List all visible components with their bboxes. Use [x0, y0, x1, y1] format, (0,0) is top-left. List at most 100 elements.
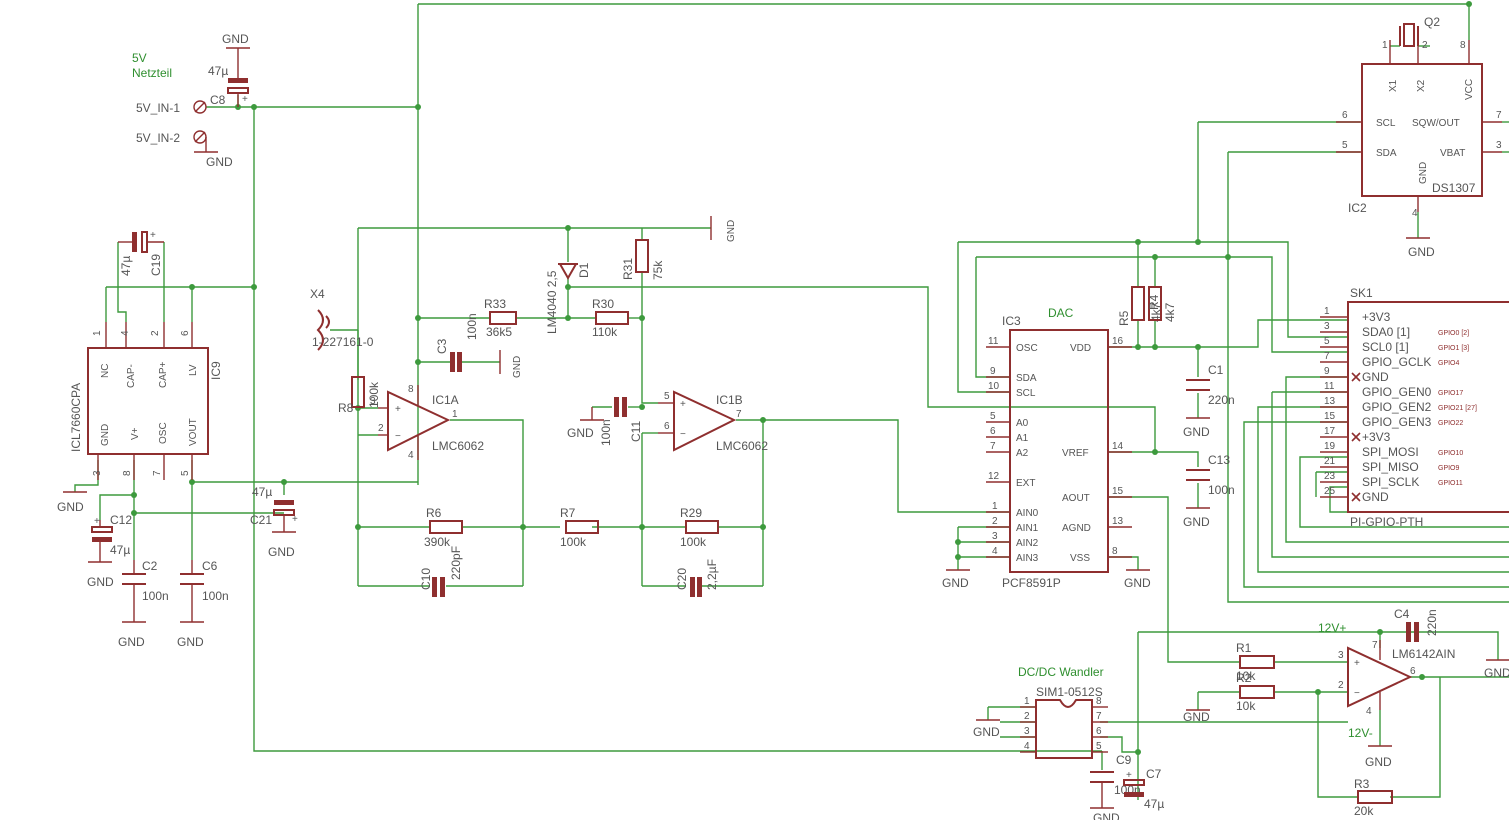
- svg-text:3: 3: [1024, 726, 1030, 737]
- svg-text:100n: 100n: [465, 313, 479, 340]
- svg-text:7: 7: [1096, 711, 1102, 722]
- resistor-r8: R8 100k: [338, 376, 381, 415]
- svg-text:+: +: [94, 516, 100, 527]
- svg-text:4: 4: [992, 546, 998, 557]
- svg-text:100n: 100n: [202, 589, 229, 603]
- svg-text:A1: A1: [1016, 433, 1029, 444]
- svg-text:C1: C1: [1208, 363, 1224, 377]
- opamp-ic1a: + − 3 2 1 8 4 IC1A LMC6062: [370, 384, 484, 461]
- capacitor-c9: C9 100n: [1090, 753, 1141, 797]
- capacitor-c19: + 47µ C19: [118, 230, 164, 276]
- svg-text:GND: GND: [512, 356, 523, 378]
- svg-text:+: +: [395, 404, 401, 415]
- sk1-pin-number: 13: [1324, 396, 1336, 407]
- junctions: [131, 1, 1472, 755]
- svg-text:47µ: 47µ: [110, 543, 130, 557]
- capacitor-c2: C2 100n: [122, 559, 169, 603]
- svg-text:C20: C20: [675, 568, 689, 590]
- gnd-ds1307: GND: [1406, 237, 1435, 259]
- svg-text:LV: LV: [188, 364, 199, 376]
- sk1-pin-label: GND: [1362, 490, 1389, 504]
- sk1-pin-label: GPIO_GCLK: [1362, 355, 1431, 369]
- svg-text:8: 8: [122, 470, 133, 476]
- svg-text:EXT: EXT: [1016, 478, 1035, 489]
- label-5v: 5V: [132, 51, 147, 65]
- svg-text:C10: C10: [419, 568, 433, 590]
- svg-text:12: 12: [988, 471, 1000, 482]
- svg-text:VBAT: VBAT: [1440, 148, 1465, 159]
- svg-text:4: 4: [1024, 741, 1030, 752]
- svg-text:SIM1-0512S: SIM1-0512S: [1036, 685, 1103, 699]
- svg-text:IC2: IC2: [1348, 201, 1367, 215]
- svg-text:C8: C8: [210, 93, 226, 107]
- gnd-c6: GND: [177, 585, 204, 649]
- svg-text:36k5: 36k5: [486, 325, 512, 339]
- svg-text:R6: R6: [426, 506, 442, 520]
- sk1-pin-number: 11: [1324, 381, 1335, 392]
- gnd-c2: GND: [118, 585, 146, 649]
- gnd-c3: GND: [499, 350, 523, 378]
- svg-text:20k: 20k: [1354, 804, 1374, 818]
- sk1-pin-number: 21: [1324, 456, 1336, 467]
- no-connect-icon: [1351, 492, 1361, 502]
- svg-text:OSC: OSC: [158, 422, 169, 444]
- svg-text:GND: GND: [1365, 755, 1392, 769]
- svg-text:D1: D1: [577, 262, 591, 278]
- svg-text:GND: GND: [942, 576, 969, 590]
- svg-text:2: 2: [1024, 711, 1030, 722]
- resistor-r31: R31 75k: [621, 239, 665, 280]
- svg-text:LM4040 2,5: LM4040 2,5: [545, 270, 559, 334]
- label-dac: DAC: [1048, 306, 1074, 320]
- svg-text:C6: C6: [202, 559, 218, 573]
- svg-text:110k: 110k: [592, 325, 618, 339]
- svg-text:R30: R30: [592, 297, 614, 311]
- sk1-pin-label: GPIO_GEN3: [1362, 415, 1432, 429]
- svg-text:GND: GND: [1484, 666, 1509, 680]
- sk1-pin-number: 19: [1324, 441, 1336, 452]
- gnd-c4: GND: [1484, 659, 1509, 680]
- svg-text:AIN3: AIN3: [1016, 553, 1039, 564]
- svg-text:NC: NC: [100, 364, 111, 378]
- sk1-gpio-label: GPIO21 [27]: [1438, 405, 1477, 412]
- capacitor-c13: C13 100n: [1186, 453, 1235, 497]
- sk1-gpio-label: GPIO22: [1438, 420, 1463, 427]
- svg-text:C12: C12: [110, 513, 132, 527]
- wires: [74, 3, 1509, 800]
- svg-text:3: 3: [370, 396, 376, 407]
- gnd-ain: GND: [942, 569, 970, 590]
- ic9-icl7660: 1 4 2 6 3 8 7 5 NC CAP- CAP+ LV GND V+ O…: [69, 230, 223, 480]
- gnd-symbols: GND GND GND GND GND GND GND GND GND GND …: [57, 32, 1509, 820]
- capacitor-c6: C6 100n: [180, 559, 229, 603]
- svg-text:4: 4: [1366, 706, 1372, 717]
- svg-text:VREF: VREF: [1062, 448, 1089, 459]
- sk1-pin-label: SPI_MISO: [1362, 460, 1419, 474]
- resistor-r7: R7 100k: [560, 506, 599, 549]
- capacitor-c20: C20 2,2µF: [675, 559, 719, 597]
- gnd-in2: GND: [194, 140, 233, 169]
- capacitor-c21: + 47µ C21: [250, 485, 298, 527]
- crystal-q2: Q2: [1399, 15, 1440, 47]
- svg-text:X4: X4: [310, 287, 325, 301]
- svg-text:2: 2: [1422, 40, 1428, 51]
- svg-text:2: 2: [1338, 680, 1344, 691]
- svg-text:GND: GND: [100, 424, 111, 446]
- resistor-r6: R6 390k: [424, 506, 463, 549]
- svg-text:GND: GND: [1124, 576, 1151, 590]
- svg-text:13: 13: [1112, 516, 1124, 527]
- svg-text:VCC: VCC: [1464, 79, 1475, 100]
- no-connect-icon: [1351, 432, 1361, 442]
- svg-text:100k: 100k: [367, 381, 381, 408]
- svg-text:10k: 10k: [1236, 699, 1256, 713]
- gnd-c1: GND: [1183, 417, 1210, 439]
- sk1-pin-label: SCL0 [1]: [1362, 340, 1409, 354]
- svg-text:−: −: [395, 431, 401, 442]
- svg-text:8: 8: [1096, 696, 1102, 707]
- svg-text:14: 14: [1112, 441, 1124, 452]
- sk1-gpio-label: GPIO10: [1438, 450, 1463, 457]
